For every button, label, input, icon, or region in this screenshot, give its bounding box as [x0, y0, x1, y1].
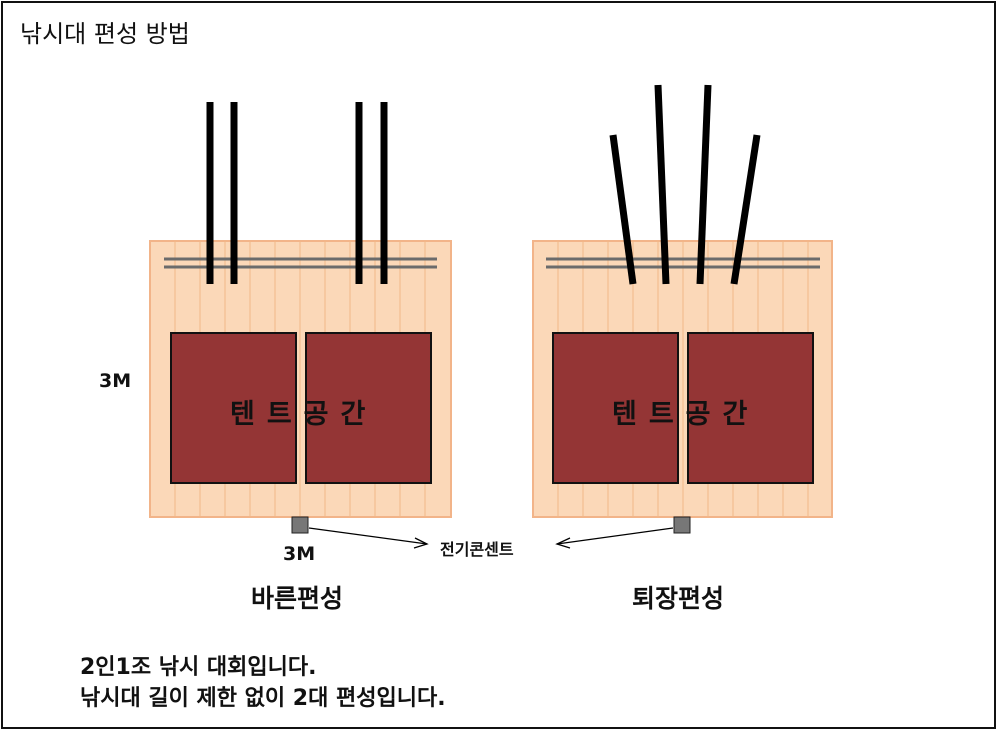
- tent-right-b: [687, 332, 814, 484]
- rod-right-3: [696, 84, 712, 285]
- tent-label-left: 텐트공간: [230, 399, 378, 430]
- tent-left-a: [170, 332, 297, 484]
- layout-caption-left: 바른편성: [251, 584, 344, 613]
- platform-right: [532, 84, 833, 534]
- diagram-title: 낚시대 편성 방법: [20, 20, 190, 48]
- arrow-left: [308, 527, 428, 545]
- outlet-label: 전기콘센트: [440, 540, 514, 559]
- rod-right-2: [654, 84, 670, 285]
- note-line-2: 낚시대 길이 제한 없이 2대 편성입니다.: [80, 686, 446, 711]
- tent-label-right: 텐트공간: [612, 399, 760, 430]
- platform-left: [149, 102, 452, 534]
- dimension-bottom-label: 3M: [283, 543, 316, 565]
- rod-right-4: [730, 134, 761, 285]
- rod-right-1: [609, 134, 637, 285]
- outlet-right: [673, 516, 691, 534]
- layout-caption-right: 퇴장편성: [632, 584, 725, 613]
- dimension-side-label: 3M: [99, 370, 132, 392]
- arrowhead-left: [413, 537, 429, 549]
- tent-left-b: [305, 332, 432, 484]
- tent-right-a: [552, 332, 679, 484]
- arrowhead-right: [555, 537, 571, 549]
- outlet-arrows: [308, 527, 674, 549]
- arrow-right: [556, 527, 674, 545]
- note-line-1: 2인1조 낚시 대회입니다.: [80, 655, 317, 680]
- outlet-left: [291, 516, 309, 534]
